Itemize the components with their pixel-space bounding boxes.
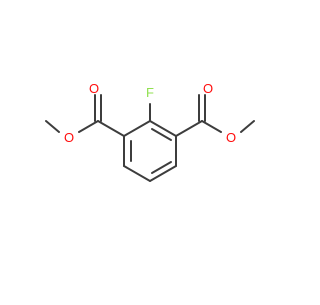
ester-oxygen-left-label: O: [64, 130, 74, 145]
ring-bond-c2-c3: [149, 120, 177, 137]
bond-ring-carbonyl-left: [97, 120, 125, 137]
atom-labels: F O O O O: [64, 81, 236, 145]
ring-bond-c4-c5-inner: [151, 161, 172, 174]
ring-bond-c2-c3-inner: [151, 128, 172, 141]
bond-carbonyl-ester-o-right: [201, 120, 222, 133]
bond-carbonyl-ester-o-left: [78, 120, 99, 133]
ring-bond-c1-c2: [123, 120, 151, 137]
ester-oxygen-right-label: O: [226, 130, 236, 145]
carbonyl-oxygen-left-label: O: [89, 81, 99, 96]
structure-svg: F O O O O: [45, 81, 255, 182]
bond-ring-carbonyl-right: [175, 120, 203, 137]
ring-bond-c5-c6: [123, 165, 151, 182]
ring-bond-c4-c5: [149, 165, 177, 182]
bond-ester-o-methyl-right: [240, 120, 255, 133]
molecule-diagram: F O O O O: [45, 81, 255, 182]
carbonyl-oxygen-right-label: O: [203, 81, 213, 96]
bonds: [45, 94, 255, 182]
bond-ester-o-methyl-left: [45, 120, 60, 133]
fluorine-label: F: [146, 85, 154, 100]
